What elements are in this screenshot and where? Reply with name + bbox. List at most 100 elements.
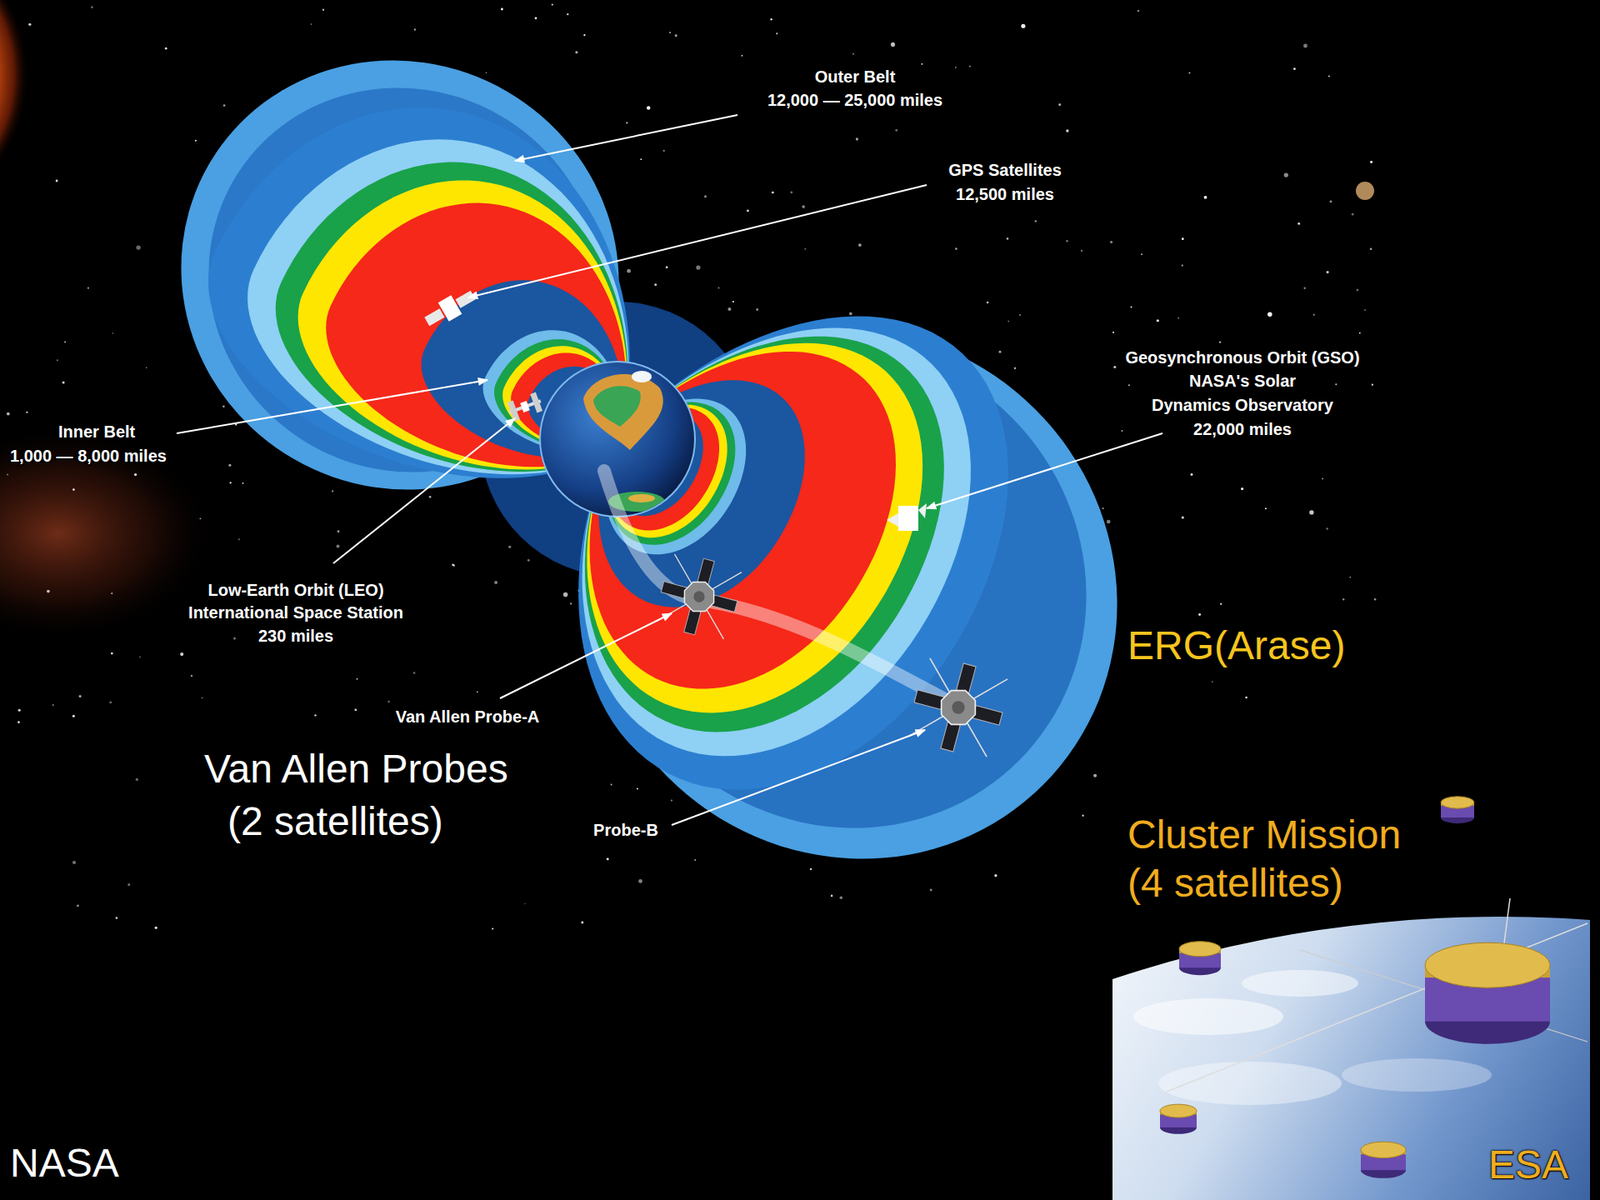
star <box>201 697 204 700</box>
star <box>1313 314 1315 316</box>
star <box>190 675 193 677</box>
solar-panel <box>697 558 715 585</box>
earth <box>583 374 664 450</box>
probe-body <box>951 700 965 714</box>
belt-band <box>500 255 1018 798</box>
star <box>665 265 669 269</box>
star <box>636 787 639 790</box>
star <box>109 700 112 704</box>
star <box>1297 222 1300 225</box>
star <box>56 359 59 361</box>
star <box>165 47 168 50</box>
star <box>626 269 631 274</box>
star <box>354 708 357 711</box>
star <box>790 190 793 194</box>
star <box>1006 237 1010 240</box>
belt-band <box>209 77 708 535</box>
star <box>746 209 750 212</box>
cluster-photo <box>1112 916 1590 1200</box>
star <box>583 34 585 36</box>
star <box>55 180 59 183</box>
star <box>414 28 416 30</box>
cluster-photo <box>1341 1058 1492 1092</box>
star <box>771 191 775 195</box>
belt-band <box>507 266 991 774</box>
star <box>72 488 75 491</box>
nebula <box>0 425 217 642</box>
star <box>6 474 9 476</box>
gps-satellite <box>424 308 445 326</box>
star <box>139 656 141 659</box>
star <box>1177 317 1180 320</box>
cluster-satellite <box>1160 1104 1197 1135</box>
star <box>654 283 657 286</box>
star <box>64 340 66 343</box>
leader-line <box>926 433 1163 509</box>
annotation-label: 1,000 — 8,000 miles <box>10 446 167 466</box>
star <box>566 13 569 15</box>
star <box>852 53 855 55</box>
annotation-label: 12,000 — 25,000 miles <box>767 90 943 110</box>
star <box>1181 515 1185 519</box>
van-allen-probe <box>656 554 742 640</box>
mission-label: Cluster Mission <box>1127 811 1401 858</box>
annotation-label: 22,000 miles <box>1193 420 1292 440</box>
star <box>775 32 778 35</box>
star <box>1219 340 1221 343</box>
annotation-label: 230 miles <box>258 626 334 646</box>
belt-cross-section <box>165 39 717 545</box>
star <box>1342 598 1345 600</box>
star <box>732 300 735 303</box>
solar-panel <box>972 705 1003 725</box>
star <box>195 140 197 142</box>
leader-line <box>468 185 927 298</box>
leader-line <box>500 613 672 699</box>
star <box>508 545 511 549</box>
star <box>25 411 28 414</box>
star <box>986 301 990 305</box>
drum-top <box>1179 941 1221 957</box>
star <box>1065 240 1068 242</box>
drum-top <box>1425 942 1550 988</box>
probe-body <box>941 690 976 725</box>
star <box>233 637 236 640</box>
star <box>930 889 933 892</box>
earth <box>593 385 641 427</box>
star <box>180 652 184 656</box>
star <box>527 559 530 562</box>
earth <box>631 370 652 383</box>
mission-label: (2 satellites) <box>227 798 444 845</box>
star <box>551 4 554 6</box>
star <box>606 857 610 860</box>
star <box>770 18 772 20</box>
star <box>1303 44 1308 49</box>
planet <box>1355 181 1375 200</box>
mission-label: NASA <box>10 1140 120 1186</box>
star <box>242 482 245 485</box>
star <box>413 671 416 675</box>
star <box>1351 213 1355 216</box>
star <box>1007 320 1010 323</box>
annotation-label: Probe-B <box>593 820 659 840</box>
star <box>1080 250 1083 252</box>
van-allen-probe <box>656 554 1008 757</box>
cluster-satellite <box>1440 796 1475 824</box>
cluster-satellite <box>1360 1141 1406 1179</box>
star <box>1293 67 1296 70</box>
star <box>17 720 20 724</box>
star <box>1110 240 1113 244</box>
annotation-label: Outer Belt <box>815 67 896 87</box>
cluster-satellite <box>1425 942 1550 1045</box>
belt-band <box>240 105 700 528</box>
star <box>1128 384 1130 386</box>
star <box>1328 75 1330 77</box>
leader-line <box>515 115 738 161</box>
star <box>1364 309 1366 311</box>
cluster-photo <box>1133 998 1284 1035</box>
star <box>429 495 432 499</box>
star <box>669 31 671 34</box>
solar-dynamics-observatory <box>898 505 919 531</box>
star <box>110 652 114 655</box>
belt-band <box>165 39 717 545</box>
